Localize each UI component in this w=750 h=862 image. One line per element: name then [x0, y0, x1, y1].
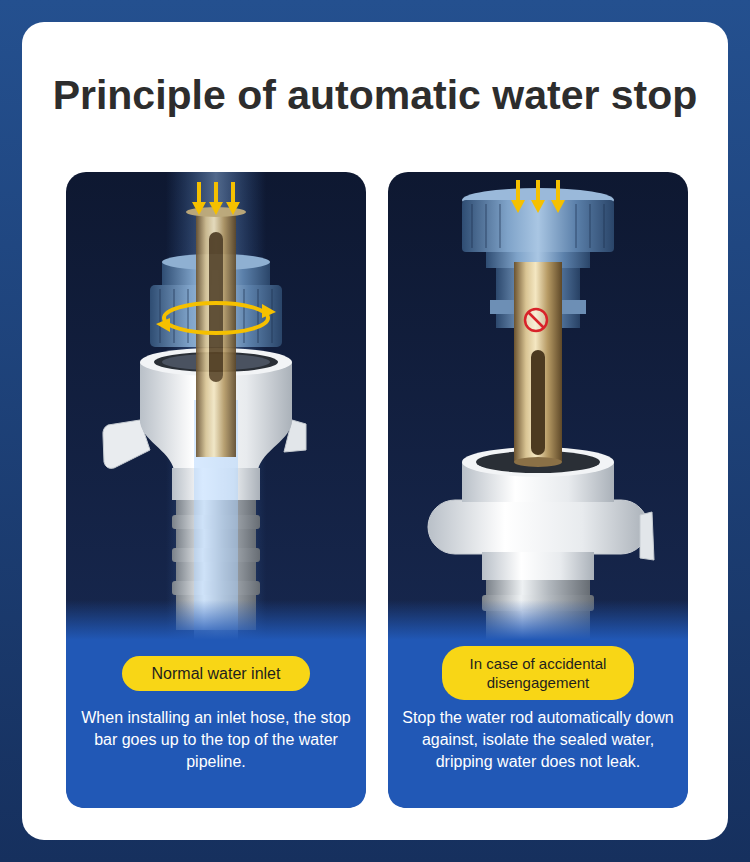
stop-illustration — [428, 500, 648, 554]
inlet-illustration — [103, 172, 306, 642]
inlet-illustration — [243, 289, 245, 343]
panel-footers — [66, 640, 366, 808]
inlet-illustration — [231, 182, 235, 204]
title: Principle of automatic water stop — [0, 69, 750, 121]
stop-illustration — [531, 200, 545, 213]
panel-footers — [388, 640, 688, 808]
inlet-illustration — [187, 289, 189, 343]
stop-illustration — [514, 457, 562, 467]
stop-illustration — [482, 552, 594, 580]
inlet-illustration — [214, 182, 218, 204]
description-text: Stop the water rod automatically down ag… — [398, 707, 678, 773]
inlet-illustration — [192, 202, 206, 215]
inlet-illustration — [271, 289, 273, 343]
stop-illustration — [536, 180, 540, 202]
stop-illustration — [551, 200, 565, 213]
status-pill: Normal water inlet — [122, 656, 310, 691]
stop-illustration — [575, 204, 577, 248]
inlet-illustration — [159, 289, 161, 343]
stop-illustration — [640, 512, 654, 560]
inlet-illustration — [226, 202, 240, 215]
panel-card: Stop the water rod automatically down ag… — [388, 172, 688, 808]
stop-illustration — [499, 204, 501, 248]
stop-illustration — [485, 204, 487, 248]
description-text: When installing an inlet hose, the stop … — [76, 707, 356, 773]
inlet-illustration — [262, 304, 276, 318]
stop-illustration — [516, 180, 520, 202]
inlet-illustration — [257, 289, 259, 343]
stop-illustration — [511, 180, 565, 213]
inlet-illustration — [192, 182, 240, 215]
inlet-illustration — [209, 232, 223, 382]
stop-illustration — [589, 204, 591, 248]
stop-illustration — [603, 204, 605, 248]
stop-illustration — [462, 200, 614, 252]
stop-illustration — [511, 200, 525, 213]
inlet-illustration — [156, 318, 170, 332]
stop-illustration — [556, 180, 560, 202]
inlet-illustration — [197, 182, 201, 204]
panel-footers — [388, 600, 688, 640]
panel-grounds — [66, 172, 688, 808]
stop-illustration — [528, 312, 544, 328]
status-pill: In case of accidental disengagement — [442, 646, 634, 700]
inlet-illustration — [173, 289, 175, 343]
stop-illustration — [525, 309, 547, 331]
pill-label: In case of accidental disengagement — [454, 654, 622, 692]
stop-illustration — [531, 350, 545, 455]
inlet-illustration — [164, 303, 268, 333]
stop-illustration — [471, 204, 473, 248]
panel-grounds — [388, 172, 688, 808]
pill-label: Normal water inlet — [134, 664, 298, 683]
panel-card: When installing an inlet hose, the stop … — [66, 172, 366, 808]
inlet-illustration — [209, 202, 223, 215]
panel-footers — [66, 600, 366, 640]
background — [22, 22, 728, 840]
panel-footers — [66, 600, 688, 808]
panel-grounds — [66, 172, 366, 808]
stop-illustration — [428, 180, 654, 640]
stop-illustration — [514, 262, 562, 462]
